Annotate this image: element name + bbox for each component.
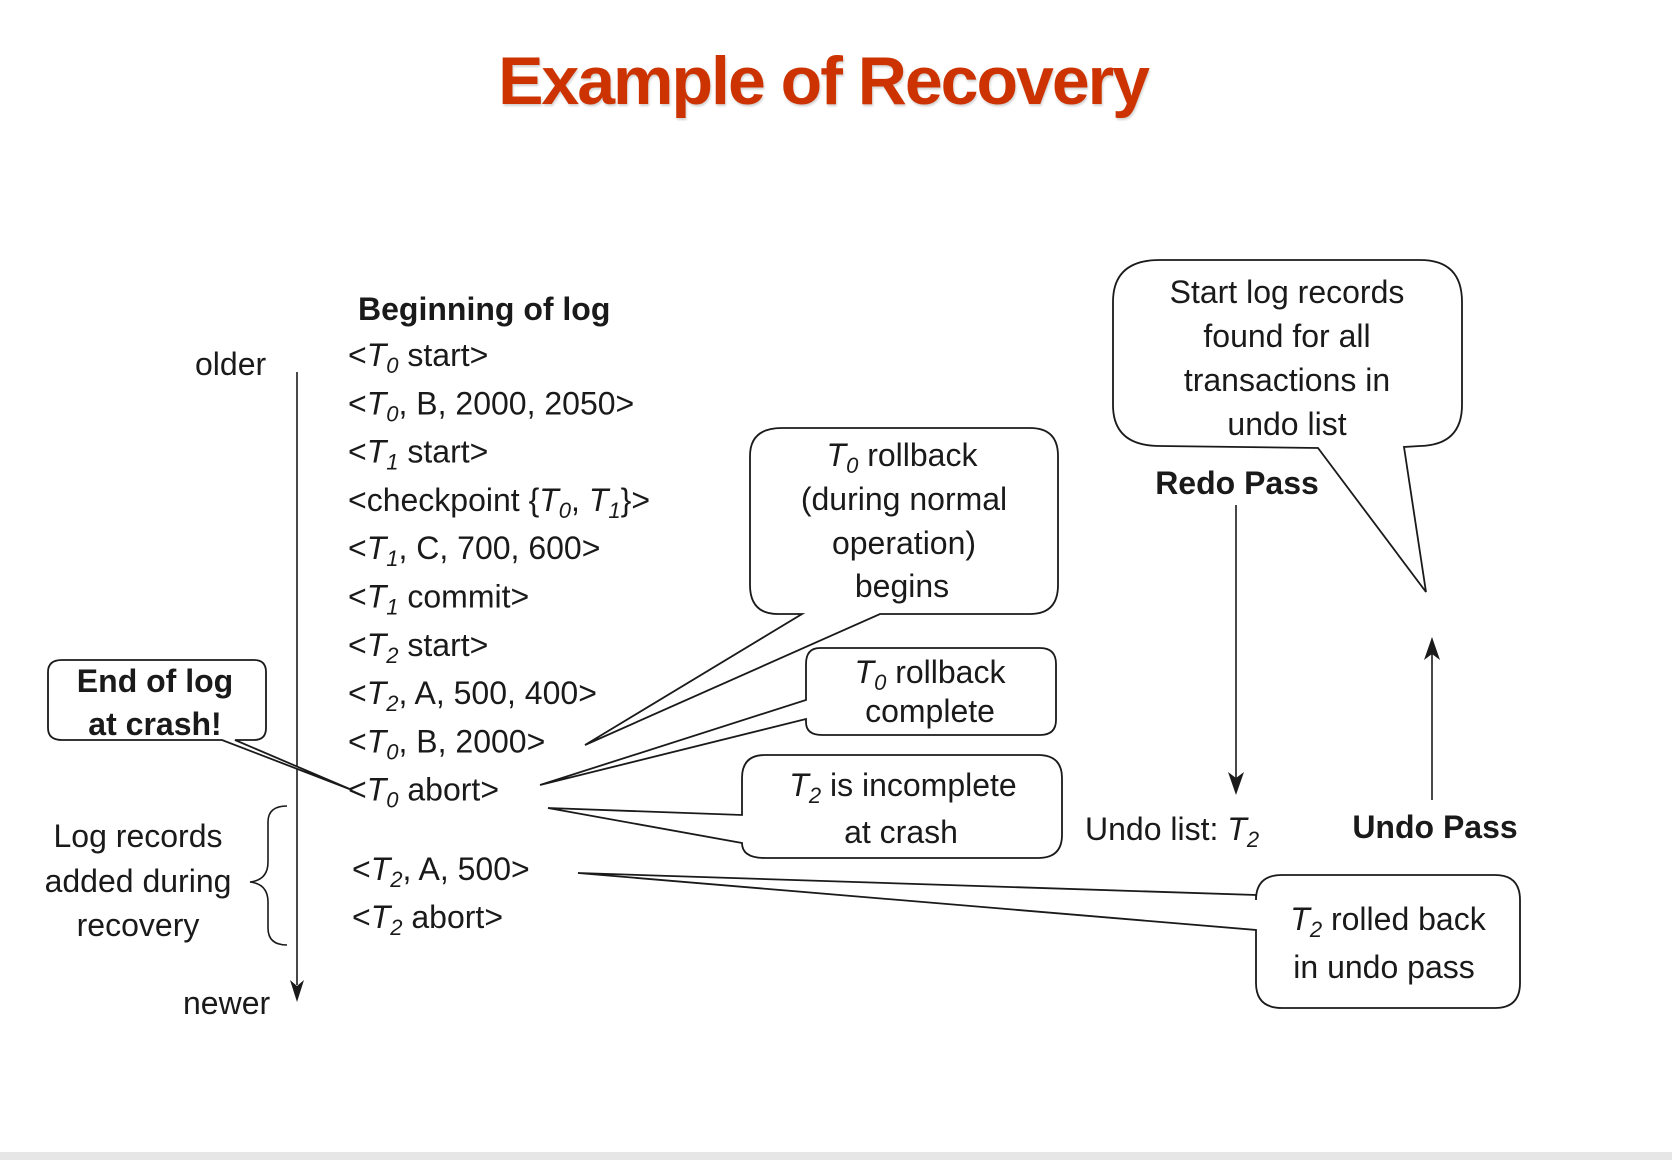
end-of-log-callout: End of log at crash! — [47, 659, 353, 791]
log-record: <T0 start> — [348, 337, 488, 378]
beginning-of-log-label: Beginning of log — [358, 291, 610, 327]
log-record: <T0, B, 2000, 2050> — [348, 385, 634, 426]
log-record: <T0, B, 2000> — [348, 723, 545, 764]
svg-text:Undo list: T2: Undo list: T2 — [1085, 811, 1259, 852]
start-records-callout: Start log records found for all transact… — [1112, 259, 1463, 593]
newer-label: newer — [183, 985, 271, 1021]
rollback-begins-line3: operation) — [832, 525, 976, 561]
start-records-line1: Start log records — [1170, 274, 1405, 310]
log-record: <T1 commit> — [348, 579, 529, 620]
log-records: <T0 start> <T0, B, 2000, 2050> <T1 start> <… — [348, 337, 650, 813]
recovery-label-line3: recovery — [77, 907, 200, 943]
rollback-begins-line4: begins — [855, 568, 949, 604]
rollback-begins-txn: T — [827, 437, 849, 473]
t2-rolled-back-callout: T2 rolled back in undo pass — [577, 872, 1521, 1009]
end-of-log-line1: End of log — [77, 663, 233, 699]
start-records-line3: transactions in — [1184, 362, 1390, 398]
timeline-arrowhead — [290, 980, 304, 1002]
undo-pass-label: Undo Pass — [1352, 809, 1517, 845]
t2-incomplete-line2: at crash — [844, 814, 958, 850]
rollback-complete-txn: T — [855, 654, 877, 690]
t2-rolled-back-line2: in undo pass — [1293, 949, 1474, 985]
start-records-line2: found for all — [1203, 318, 1370, 354]
svg-text:T2 rolled back: T2 rolled back — [1290, 901, 1486, 942]
svg-text:T0 rollback: T0 rollback — [855, 654, 1007, 695]
start-records-line4: undo list — [1227, 406, 1346, 442]
rollback-complete-line2: complete — [865, 693, 995, 729]
footer-bar — [0, 1152, 1672, 1160]
undo-list-txn: T — [1227, 811, 1249, 847]
recovery-brace — [249, 805, 288, 946]
undo-pass-arrowhead — [1424, 637, 1440, 660]
log-record: <T0 abort> — [348, 772, 499, 813]
t2-incomplete-callout: T2 is incomplete at crash — [547, 754, 1063, 859]
log-record: <T2, A, 500, 400> — [348, 675, 597, 716]
log-record: <T1 start> — [348, 434, 488, 475]
end-of-log-line2: at crash! — [88, 706, 221, 742]
recovery-label-line2: added during — [45, 863, 232, 899]
log-record: <checkpoint {T0, T1}> — [348, 482, 650, 523]
svg-text:T2 is incomplete: T2 is incomplete — [789, 767, 1016, 808]
rollback-begins-line2: (during normal — [801, 481, 1007, 517]
recovery-records: <T2, A, 500> <T2 abort> — [352, 851, 530, 940]
older-label: older — [195, 346, 267, 382]
recovery-label-line1: Log records — [54, 818, 223, 854]
slide-title: Example of Recovery — [498, 43, 1150, 119]
redo-pass-label: Redo Pass — [1155, 465, 1319, 501]
undo-list-label: Undo list: — [1085, 811, 1227, 847]
svg-text:T0 rollback: T0 rollback — [827, 437, 979, 478]
log-record: <T1, C, 700, 600> — [348, 530, 600, 571]
recovery-log-record: <T2, A, 500> — [352, 851, 530, 892]
rollback-begins-callout: T0 rollback (during normal operation) be… — [584, 427, 1059, 746]
redo-pass-arrowhead — [1228, 772, 1244, 795]
t2-incomplete-txn: T — [789, 767, 811, 803]
t2-rolled-back-txn: T — [1290, 901, 1312, 937]
recovery-log-record: <T2 abort> — [352, 899, 503, 940]
rollback-complete-callout: T0 rollback complete — [539, 647, 1057, 786]
log-record: <T2 start> — [348, 627, 488, 668]
